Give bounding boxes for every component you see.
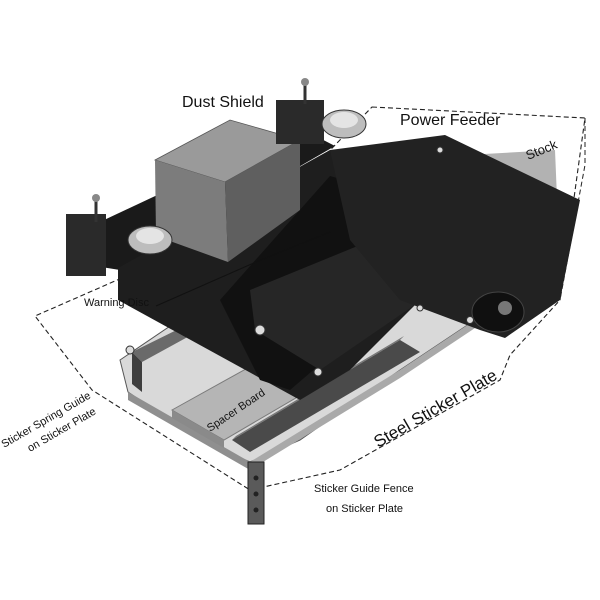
sticker-guide-fence-label: Sticker Guide Fence xyxy=(314,483,414,495)
sticker-guide-fence-label-2: on Sticker Plate xyxy=(326,503,403,515)
warning-disc-label: Warning Disc xyxy=(84,297,149,309)
clamp-cap xyxy=(301,78,309,86)
motor-housing xyxy=(330,135,580,338)
power-feeder-label: Power Feeder xyxy=(400,112,501,129)
warning-disc-leader xyxy=(155,261,257,307)
hex-bolt-icon xyxy=(416,304,424,312)
warning-disc-leader-2 xyxy=(255,231,331,263)
star-knob-icon[interactable] xyxy=(321,109,367,139)
hex-bolt-icon xyxy=(436,146,444,154)
star-knob-icon[interactable] xyxy=(127,225,173,255)
hex-bolt-icon xyxy=(466,316,474,324)
feeder-motor xyxy=(330,135,580,338)
frame-bolts xyxy=(125,146,474,377)
dust-shield-side xyxy=(225,140,300,262)
hex-bolt-icon xyxy=(253,475,259,481)
hold-down-clamp-left xyxy=(66,194,106,276)
dust-shield xyxy=(153,119,302,262)
hex-bolt-icon xyxy=(313,367,323,377)
motor-end-cap xyxy=(471,291,525,333)
plate-front-edge xyxy=(128,392,250,470)
hold-down-clamp-icon xyxy=(276,100,324,144)
fence-rail xyxy=(232,340,420,452)
spring-guide-side xyxy=(132,352,142,392)
hold-down-clamp-icon xyxy=(66,214,106,276)
stock-board-outline xyxy=(34,106,586,491)
clamp-cap xyxy=(92,194,100,202)
dust-shield-label: Dust Shield xyxy=(182,94,264,111)
leader-lines xyxy=(155,231,331,307)
hex-bolt-icon xyxy=(254,324,266,336)
hex-bolt-icon xyxy=(253,491,259,497)
hex-bolt-icon xyxy=(253,507,259,513)
motor-shaft xyxy=(498,301,512,315)
hex-bolt-icon xyxy=(125,345,135,355)
dust-shield-front xyxy=(155,160,228,262)
spacer-board-front xyxy=(172,410,224,448)
hold-down-clamp-right xyxy=(276,78,324,144)
